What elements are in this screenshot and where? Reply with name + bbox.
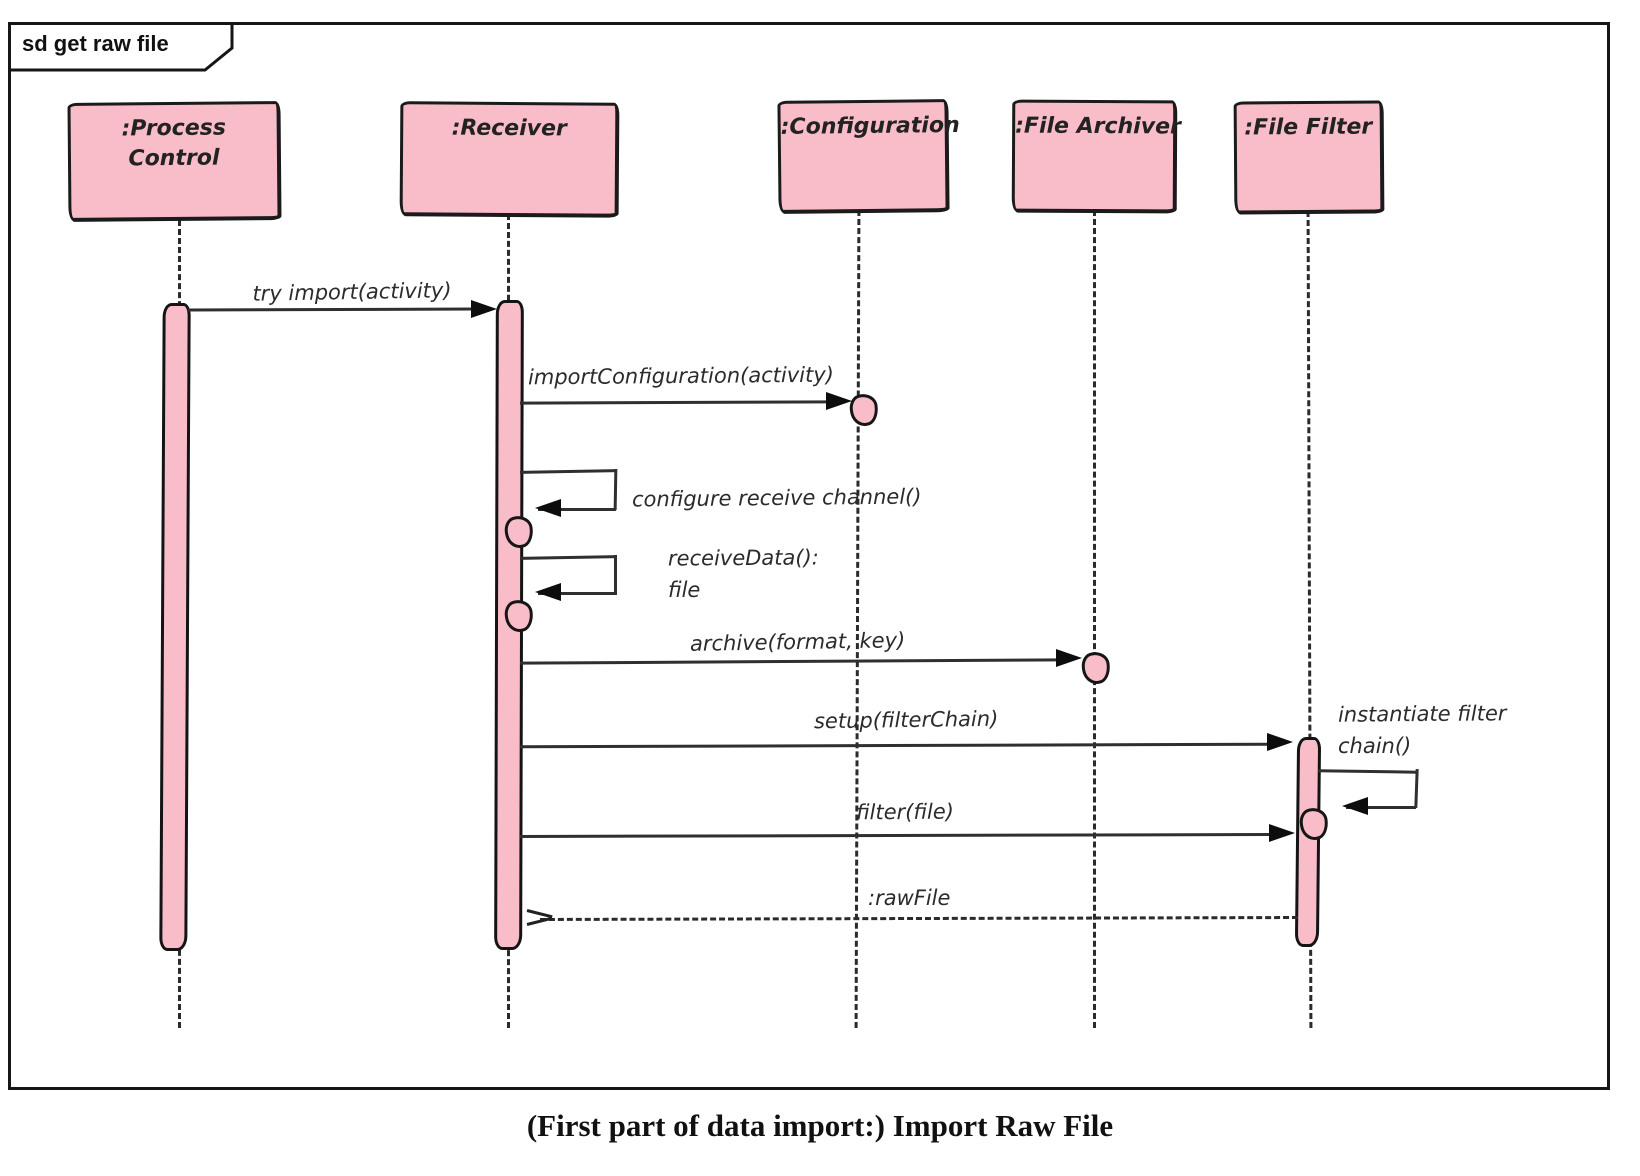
lifeline-head-label: :Receiver bbox=[451, 115, 567, 142]
lifeline-head-label: :File Archiver bbox=[1015, 113, 1181, 140]
sync-arrowhead-icon bbox=[826, 392, 852, 410]
activation-process-control bbox=[159, 302, 191, 952]
self-message-bottom bbox=[538, 592, 616, 595]
sync-arrowhead-icon bbox=[1267, 733, 1293, 751]
message-label: archive(format, key) bbox=[689, 628, 906, 656]
sync-arrowhead-icon bbox=[471, 300, 497, 318]
lifeline-head-file-archiver: :File Archiver bbox=[1011, 99, 1181, 213]
lifeline-head-receiver: :Receiver bbox=[399, 101, 619, 217]
lifeline-head-label: Control bbox=[128, 145, 220, 172]
lifeline-head-file-filter: :File Filter bbox=[1233, 100, 1384, 214]
frame-label: sd get raw file bbox=[22, 31, 169, 56]
sync-arrowhead-icon bbox=[1056, 649, 1082, 667]
message-label: receiveData(): bbox=[667, 545, 819, 571]
sync-arrowhead-icon bbox=[535, 583, 561, 601]
lifeline-head-label: :Process bbox=[121, 115, 227, 142]
sync-arrowhead-icon bbox=[1269, 824, 1295, 842]
lifeline-head-label: :File Filter bbox=[1244, 114, 1373, 141]
self-message-bottom bbox=[1346, 806, 1416, 809]
message-label: instantiate filter bbox=[1337, 701, 1507, 727]
lifeline-head-process-control: :Process Control bbox=[67, 101, 281, 221]
frame-label-pentagon bbox=[8, 22, 234, 72]
message-label: :rawFile bbox=[868, 886, 951, 910]
message-label: file bbox=[668, 578, 701, 602]
sync-arrowhead-icon bbox=[535, 499, 561, 517]
figure-caption: (First part of data import:) Import Raw … bbox=[526, 1108, 1114, 1143]
lifeline-head-configuration: :Configuration bbox=[777, 99, 960, 213]
message-label: setup(filterChain) bbox=[813, 706, 999, 734]
message-label: chain() bbox=[1338, 734, 1412, 758]
message-label: try import(activity) bbox=[252, 278, 452, 306]
self-message-side bbox=[614, 555, 617, 595]
lifeline-file-archiver bbox=[1093, 210, 1096, 1028]
lifeline-head-label: :Configuration bbox=[780, 112, 960, 140]
message-label: filter(file) bbox=[855, 799, 955, 825]
message-label: configure receive channel() bbox=[631, 484, 922, 512]
sync-arrowhead-icon bbox=[1342, 797, 1368, 815]
message-label: importConfiguration(activity) bbox=[527, 362, 834, 390]
self-message-bottom bbox=[538, 508, 616, 511]
